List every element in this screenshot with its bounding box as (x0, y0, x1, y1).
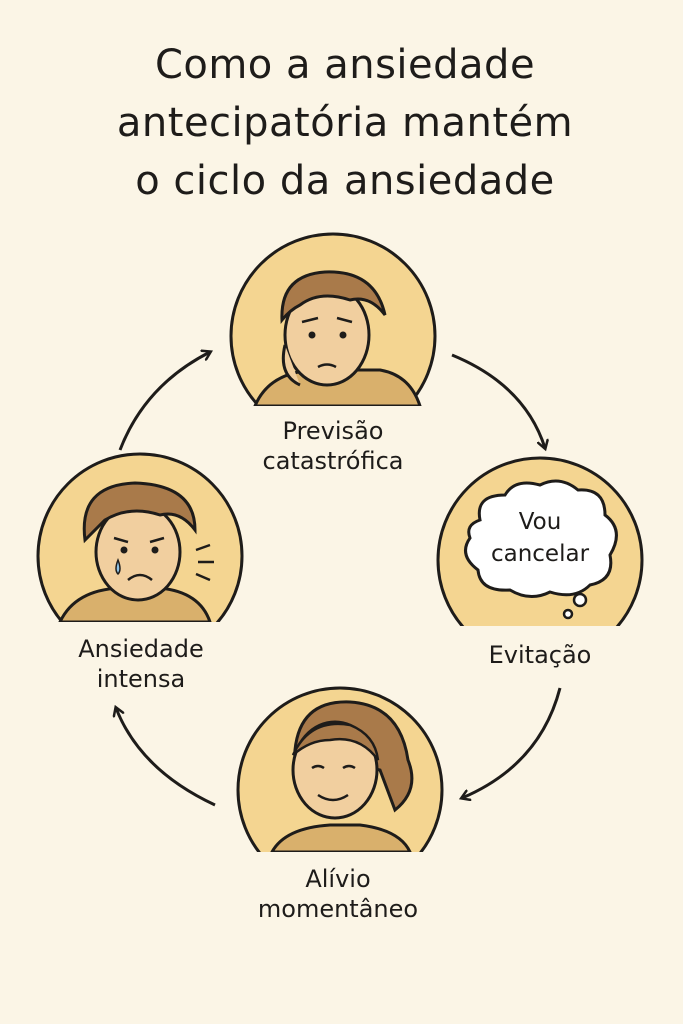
step-previsao-catastrofica: Previsão catastrófica (228, 416, 438, 476)
thought-line1: Vou (518, 509, 562, 535)
step-label-line2: intensa (96, 665, 186, 693)
step-label-line2: catastrófica (262, 447, 404, 475)
step-label-line1: Evitação (488, 641, 592, 669)
step-label-line1: Previsão (282, 417, 384, 445)
thought-text: Vou cancelar (470, 506, 610, 570)
thought-cloud-icon (464, 479, 618, 598)
arrow-top-right (451, 353, 545, 448)
diagram-title: Como a ansiedade antecipatória mantém o … (40, 36, 650, 210)
step-ansiedade-intensa: Ansiedade intensa (46, 634, 236, 694)
step-label-line1: Alívio (305, 865, 371, 893)
arrow-right-bottom (462, 687, 562, 798)
anxious-person-icon (36, 452, 244, 622)
thought-bubble-circle (436, 456, 644, 626)
title-line-1: Como a ansiedade (154, 42, 536, 88)
arrow-left-top (118, 352, 210, 451)
title-line-3: o ciclo da ansiedade (135, 158, 555, 204)
relieved-person-icon (236, 686, 444, 852)
title-line-2: antecipatória mantém (116, 100, 574, 146)
step-label-line2: momentâneo (257, 895, 419, 923)
step-label-line1: Ansiedade (78, 635, 204, 663)
arrow-bottom-left (116, 708, 216, 807)
worried-person-icon (229, 232, 437, 406)
step-alivio-momentaneo: Alívio momentâneo (238, 864, 438, 924)
thought-line2: cancelar (490, 541, 590, 567)
step-evitacao: Evitação (440, 640, 640, 670)
